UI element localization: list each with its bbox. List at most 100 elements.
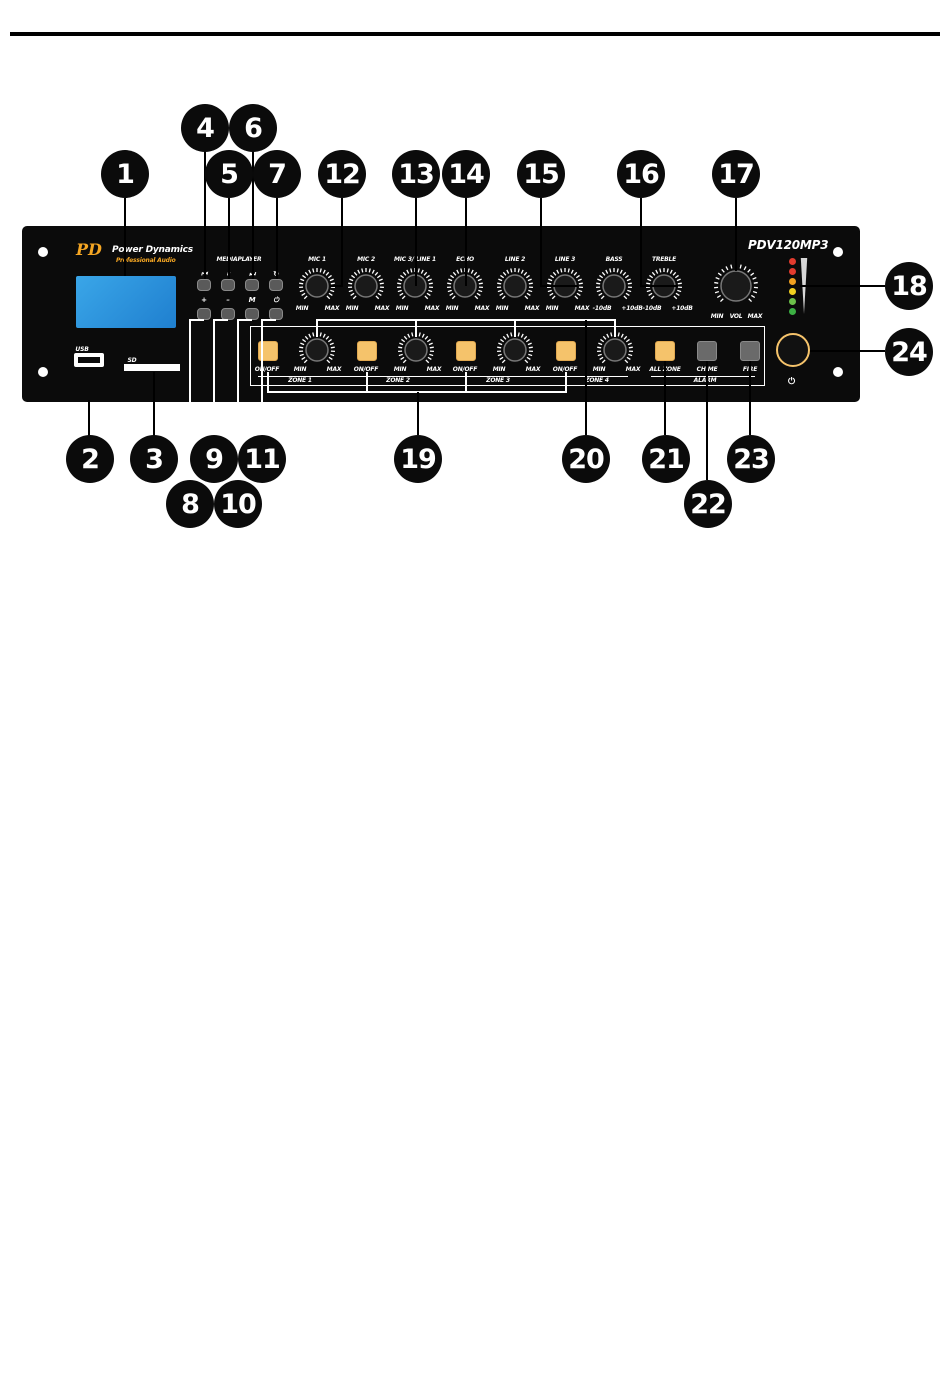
usb-port[interactable] xyxy=(74,353,104,367)
knob-tick xyxy=(714,281,719,284)
knob-tick xyxy=(752,290,758,294)
knob-tick xyxy=(476,292,481,296)
callout-10: 10 xyxy=(214,480,262,528)
player-symbol-standby: ⏻ xyxy=(273,296,279,304)
knob-tick xyxy=(624,274,629,279)
sd-card-slot[interactable] xyxy=(124,364,180,371)
knob-tick xyxy=(428,282,433,285)
knob-tick xyxy=(398,353,403,357)
knob-tick xyxy=(402,359,407,364)
power-button[interactable] xyxy=(776,333,810,367)
knob-label-mic1: MIC 1 xyxy=(308,256,326,263)
knob-tick xyxy=(410,268,413,273)
level-led xyxy=(789,258,796,265)
all-zone-button[interactable] xyxy=(655,341,675,361)
zone4-volume-knob[interactable] xyxy=(597,332,633,364)
player-symbol-minus: – xyxy=(226,296,230,304)
zone2-volume-knob[interactable] xyxy=(398,332,434,364)
knob-tick xyxy=(425,359,430,364)
knob-tick xyxy=(570,269,574,274)
callout-17: 17 xyxy=(712,150,760,198)
vol-max-label: MAX xyxy=(747,313,763,320)
knob-tick xyxy=(399,292,404,296)
knob-tick xyxy=(677,289,682,293)
knob-body[interactable] xyxy=(404,338,428,362)
knob-body[interactable] xyxy=(305,338,329,362)
knob-tick xyxy=(649,274,654,279)
knob-tick xyxy=(719,298,724,303)
mic1-knob[interactable] xyxy=(299,268,335,300)
bass-knob[interactable] xyxy=(596,268,632,300)
repeat-button[interactable] xyxy=(269,279,283,291)
line3-knob[interactable] xyxy=(547,268,583,300)
zone2-onoff-button[interactable] xyxy=(357,341,377,361)
knob-tick xyxy=(308,333,312,338)
zone4-label: ZONE 4 xyxy=(585,377,609,384)
knob-tick xyxy=(397,289,402,293)
knob-tick xyxy=(418,332,421,337)
knob-tick xyxy=(406,269,410,274)
zone3-volume-knob[interactable] xyxy=(497,332,533,364)
knob-tick xyxy=(620,333,624,338)
knob-tick xyxy=(348,289,353,293)
knob-body[interactable] xyxy=(305,274,329,298)
knob-tick xyxy=(349,278,354,282)
callout-14: 14 xyxy=(442,150,490,198)
leader-10 xyxy=(237,319,252,480)
knob-tick xyxy=(617,332,620,337)
knob-tick xyxy=(606,333,610,338)
treble-knob[interactable] xyxy=(646,268,682,300)
zone3-onoff-button[interactable] xyxy=(456,341,476,361)
knob-tick xyxy=(552,271,557,276)
zone-knob-max-label: MAX xyxy=(326,366,342,373)
knob-body[interactable] xyxy=(503,274,527,298)
knob-tick xyxy=(400,274,405,279)
knob-tick xyxy=(402,271,407,276)
knob-tick xyxy=(427,356,432,360)
mic2-knob[interactable] xyxy=(348,268,384,300)
knob-tick xyxy=(602,335,607,340)
knob-tick xyxy=(429,353,434,357)
callout-16: 16 xyxy=(617,150,665,198)
chime-button[interactable] xyxy=(697,341,717,361)
knob-tick xyxy=(528,346,533,349)
prev-button[interactable] xyxy=(197,279,211,291)
max-label: MAX xyxy=(324,305,340,312)
callout-7: 7 xyxy=(253,150,301,198)
knob-tick xyxy=(401,338,406,343)
knob-tick xyxy=(672,271,677,276)
zone4-onoff-button[interactable] xyxy=(556,341,576,361)
bass-min-label: -10dB xyxy=(592,305,612,312)
max-label: MAX xyxy=(524,305,540,312)
max-label: MAX xyxy=(374,305,390,312)
callout-8: 8 xyxy=(166,480,214,528)
knob-tick xyxy=(598,292,603,296)
knob-tick xyxy=(625,292,630,296)
next-button[interactable] xyxy=(245,279,259,291)
knob-tick xyxy=(673,295,678,300)
line2-knob[interactable] xyxy=(497,268,533,300)
knob-tick xyxy=(351,274,356,279)
knob-body[interactable] xyxy=(602,274,626,298)
knob-body[interactable] xyxy=(720,270,752,302)
vol-label: VOL xyxy=(729,313,743,320)
knob-tick xyxy=(399,342,404,346)
knob-tick xyxy=(378,278,383,282)
callout-22: 22 xyxy=(684,480,732,528)
knob-body[interactable] xyxy=(603,338,627,362)
callout-20: 20 xyxy=(562,435,610,483)
bass-max-label: +10dB xyxy=(621,305,643,312)
knob-tick xyxy=(299,289,304,293)
zone-divider-line xyxy=(258,376,628,377)
knob-tick xyxy=(578,282,583,285)
knob-tick xyxy=(597,353,602,357)
fire-button[interactable] xyxy=(740,341,760,361)
knob-tick xyxy=(426,292,431,296)
knob-tick xyxy=(556,269,560,274)
knob-body[interactable] xyxy=(503,338,527,362)
play-pause-button[interactable] xyxy=(221,279,235,291)
knob-tick xyxy=(748,298,753,303)
knob-tick xyxy=(739,264,742,269)
knob-body[interactable] xyxy=(354,274,378,298)
knob-tick xyxy=(616,268,619,273)
